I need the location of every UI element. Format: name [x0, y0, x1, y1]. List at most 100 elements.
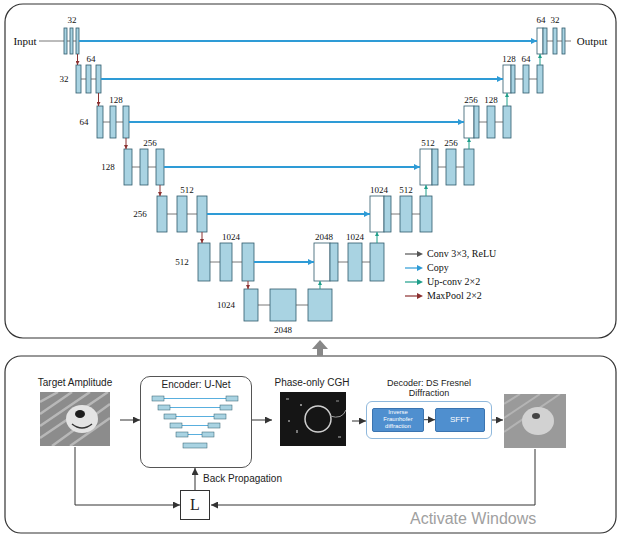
maxpool-arrow	[202, 232, 203, 243]
node-text: Decoder: DS Fresnel Diffraction	[366, 378, 492, 399]
copy-arrow	[101, 78, 503, 80]
legend-arrow	[417, 293, 423, 299]
mini-unet-icon	[220, 405, 232, 410]
maxpool-arrow	[126, 138, 127, 149]
unet-feature-bars	[362, 262, 370, 263]
unet-feature-bars	[296, 305, 308, 306]
channel-count: 512	[175, 257, 189, 267]
mini-unet-icon	[164, 398, 226, 399]
process-box: Inverse Fraunhofer diffraction	[372, 408, 424, 432]
legend-row: Copy	[405, 261, 496, 275]
target-image	[75, 410, 85, 418]
unet-feature-bars	[148, 167, 156, 168]
legend-arrow	[405, 292, 423, 300]
copy-arrow	[254, 261, 314, 263]
legend-arrow	[417, 265, 423, 271]
mini-unet-icon	[152, 396, 164, 401]
cgh-image	[288, 420, 290, 422]
mini-unet-icon	[214, 414, 226, 419]
unet-feature-bars	[197, 196, 207, 232]
upconv-arrow	[320, 54, 540, 289]
channel-count: 2048	[315, 232, 333, 242]
legend-text: Up-conv 2×2	[427, 276, 480, 288]
legend-arrow	[405, 281, 418, 282]
channel-count: 2048	[274, 325, 292, 335]
output-image	[522, 407, 554, 435]
unet-feature-bars	[220, 243, 232, 281]
connector-arrow	[424, 419, 435, 420]
connector-arrow	[252, 420, 272, 421]
unet-feature-bars	[167, 214, 177, 215]
channel-count: 256	[143, 138, 157, 148]
channel-count: 1024	[346, 232, 364, 242]
mini-unet-icon	[176, 432, 188, 437]
upconv-arrow	[426, 185, 427, 196]
target-image	[40, 392, 110, 446]
node-text: Inverse Fraunhofer diffraction	[374, 409, 422, 430]
channel-count: 128	[502, 54, 516, 64]
unet-feature-bars	[39, 41, 64, 42]
unet-feature-bars	[232, 262, 242, 263]
unet-feature-bars	[446, 149, 456, 185]
mini-unet-icon	[164, 414, 176, 419]
copy-arrow	[129, 121, 464, 123]
zoom-arrow	[312, 340, 328, 349]
unet-feature-bars	[487, 106, 495, 138]
cgh-image	[330, 410, 346, 417]
legend-arrow	[405, 264, 423, 272]
copy-arrow	[207, 213, 370, 215]
unet-panel	[5, 4, 616, 338]
legend-arrow	[417, 251, 423, 257]
unet-feature-bars	[97, 106, 103, 138]
unet-feature-bars	[124, 149, 132, 185]
unet-feature-bars	[565, 41, 571, 42]
channel-count: 128	[484, 95, 498, 105]
connector-arrow	[352, 421, 366, 422]
unet-feature-bars	[456, 167, 464, 168]
unet-feature-bars	[391, 214, 400, 215]
unet-feature-bars	[511, 65, 515, 93]
legend-row: Conv 3×3, ReLU	[405, 247, 496, 261]
connector-arrow	[120, 420, 140, 421]
mini-unet-icon	[226, 396, 238, 401]
unet-feature-bars	[64, 28, 67, 54]
unet-feature-bars	[543, 28, 547, 54]
unet-feature-bars	[495, 122, 503, 123]
channel-count: 64	[522, 54, 531, 64]
unet-feature-bars	[96, 65, 101, 93]
unet-feature-bars	[86, 65, 91, 93]
unet-feature-bars	[338, 262, 348, 263]
cgh-image	[280, 392, 346, 446]
unet-feature-bars	[523, 65, 529, 93]
flow-arrow	[211, 420, 535, 505]
mini-unet-icon	[182, 425, 208, 426]
upconv-arrow	[377, 232, 378, 243]
edge-label: Back Propagation	[202, 473, 283, 485]
unet-feature-bars	[348, 243, 362, 281]
channel-count: 64	[80, 117, 89, 127]
unet-feature-bars	[503, 106, 511, 138]
channel-count: 1024	[217, 300, 235, 310]
decoder-box: Decoder: DS Fresnel DiffractionInverse F…	[366, 378, 492, 439]
legend-text: MaxPool 2×2	[427, 290, 482, 302]
unet-feature-bars	[553, 28, 557, 54]
unet-feature-bars	[474, 106, 479, 138]
cgh-image	[296, 430, 298, 433]
unet-feature-bars	[432, 149, 438, 185]
unet-feature-bars	[140, 149, 148, 185]
cgh-image	[336, 400, 339, 402]
unet-feature-bars	[70, 28, 73, 54]
unet-feature-bars	[123, 106, 129, 138]
legend-row: MaxPool 2×2	[405, 289, 496, 303]
mini-unet-icon	[152, 396, 238, 448]
legend-arrow	[405, 253, 418, 254]
output-image	[532, 413, 540, 419]
legend-arrow	[405, 278, 423, 286]
unet-feature-bars	[76, 28, 79, 54]
maxpool-arrow	[77, 54, 78, 65]
channel-count: 32	[60, 74, 69, 84]
channel-count: 512	[421, 138, 435, 148]
unet-feature-bars	[529, 79, 537, 80]
